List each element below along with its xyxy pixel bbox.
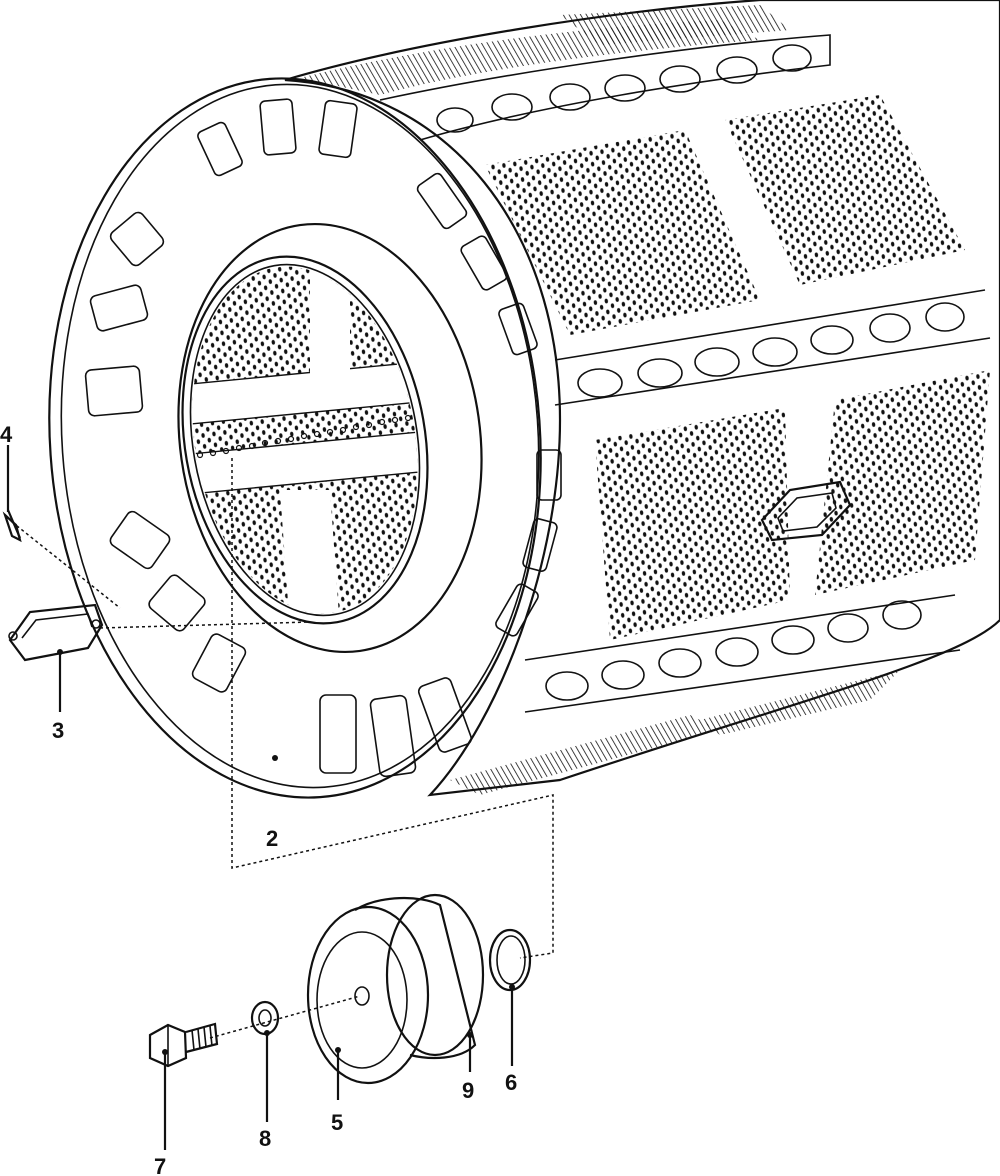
drum-inner-ring — [177, 222, 483, 654]
drum-rib-middle — [554, 289, 991, 406]
drum-bottom-hatch-2 — [700, 670, 900, 735]
callout-label-2: 2 — [266, 826, 278, 851]
drum-top-hatch-2 — [560, 5, 790, 45]
part-lifter-paddle — [8, 603, 104, 712]
drum-rib-top — [379, 34, 831, 141]
part-screw-small — [2, 445, 22, 543]
drum-front-rim-outer — [48, 77, 542, 799]
pulley-front-face — [306, 905, 430, 1085]
callout-label-7: 7 — [154, 1154, 166, 1176]
drum-opening — [181, 255, 429, 625]
callout-label-5: 5 — [331, 1110, 343, 1135]
rim-slots — [84, 98, 562, 778]
perforated-panel-lower-right — [815, 370, 990, 595]
leader-dot-drum — [272, 755, 278, 761]
washing-drum — [48, 0, 1000, 799]
perforated-panel-upper-left — [485, 130, 760, 335]
perforated-panel-lower-left — [595, 408, 790, 640]
drum-bottom-hatch — [450, 715, 720, 795]
callout-label-8: 8 — [259, 1126, 271, 1151]
callout-label-3: 3 — [52, 718, 64, 743]
callout-label-4: 4 — [0, 422, 13, 447]
part-snap-ring — [488, 928, 532, 1066]
drum-rib-bottom — [524, 594, 961, 713]
assembly-dashed-lines — [11, 458, 554, 1039]
callout-label-6: 6 — [505, 1070, 517, 1095]
callout-label-9: 9 — [462, 1078, 474, 1103]
drum-lifter-slot — [760, 480, 852, 542]
perforated-panel-upper-right — [725, 95, 965, 285]
part-bolt — [148, 1022, 219, 1150]
drum-front-rim-edge — [60, 83, 540, 789]
part-pulley-hub — [306, 893, 485, 1100]
part-washer — [250, 1000, 280, 1122]
